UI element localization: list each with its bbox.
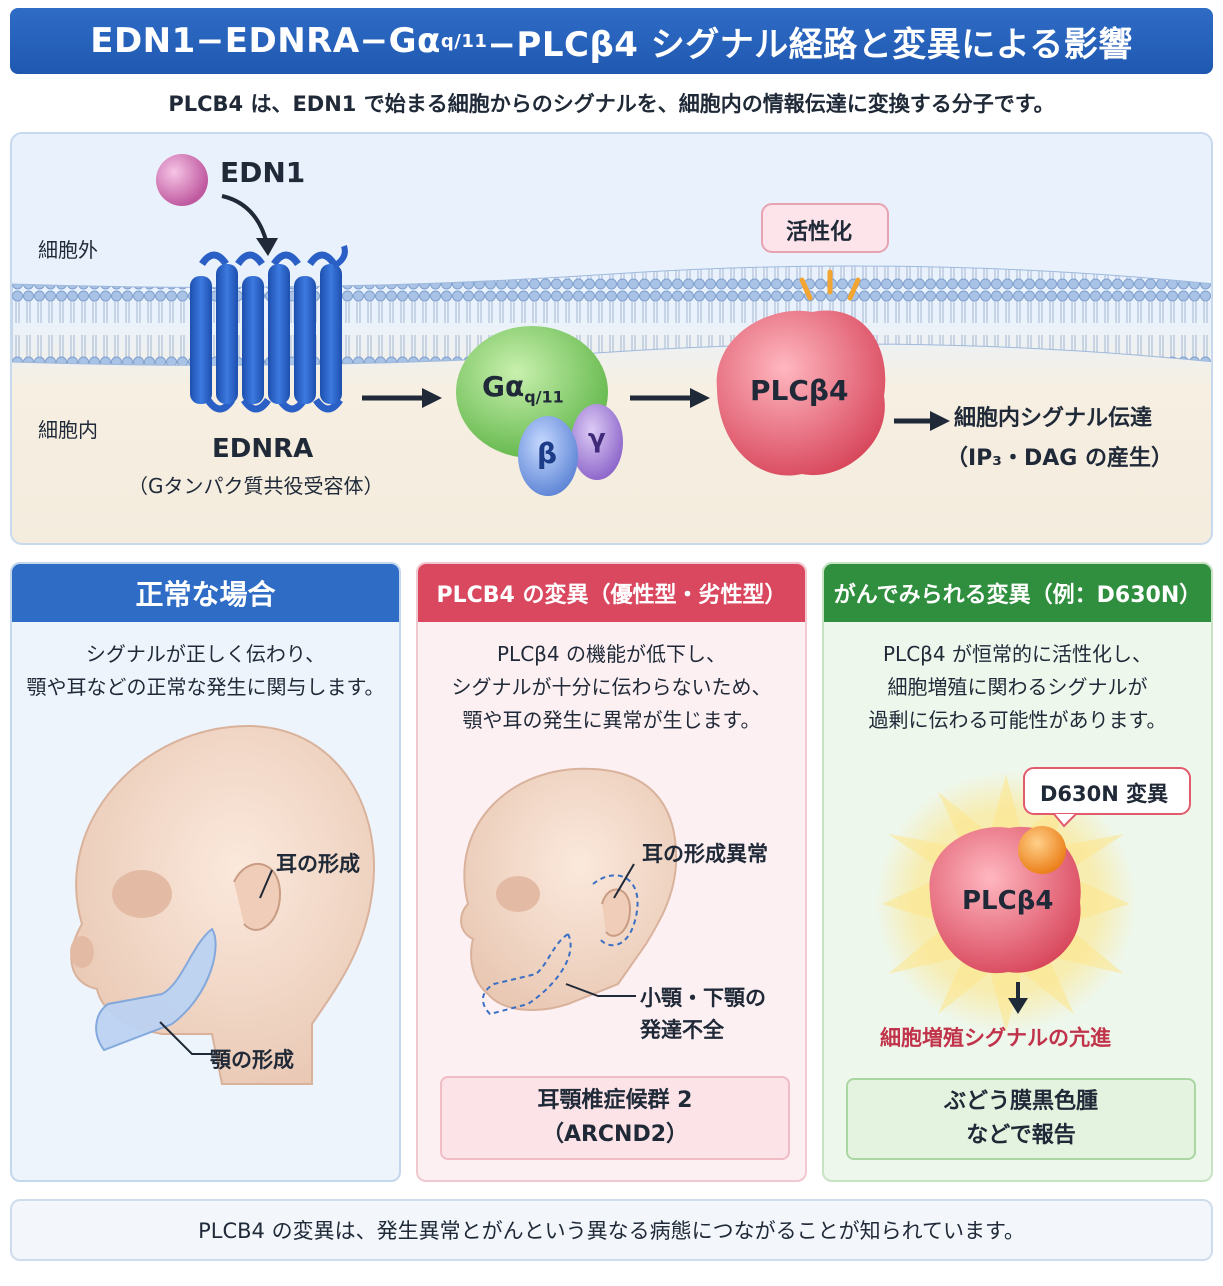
syndrome-line-1: 耳顎椎症候群 2 [537,1088,693,1113]
card-normal-text-2: 顎や耳などの正常な発生に関与します。 [26,675,385,699]
g-alpha-label: Gαq/11 [482,370,564,407]
card-cancer-text-1: PLCβ4 が恒常的に活性化し、 [882,642,1152,666]
normal-jaw-label: 顎の形成 [210,1048,294,1072]
normal-ear-label: 耳の形成 [276,852,360,876]
title-rest: −PLCβ4 シグナル経路と変異による影響 [487,24,1133,65]
card-cancer: がんでみられる変異（例：D630N） PLCβ4 が恒常的に活性化し、 細胞増殖… [822,562,1213,1182]
cancer-plcb4-illustration [876,767,1191,1032]
card-loss-header: PLCB4 の変異（優性型・劣性型） [418,564,805,622]
pathway-panel: EDN1 細胞外 細胞内 EDNRA （Gタンパク質共役受容体） Gαq/11 … [10,132,1213,545]
syndrome-line-2: （ARCND2） [541,1122,689,1147]
loss-ear-label: 耳の形成異常 [642,842,768,866]
receptor-label: EDNRA [212,434,314,464]
syndrome-box: 耳顎椎症候群 2 （ARCND2） [440,1076,790,1160]
receptor-desc: （Gタンパク質共役受容体） [128,474,384,498]
output-line1: 細胞内シグナル伝達 [954,406,1153,431]
card-normal-text-1: シグナルが正しく伝わり、 [85,642,326,666]
intracellular-label: 細胞内 [38,418,98,442]
loss-jaw-label-1: 小顎・下顎の [640,986,766,1010]
card-cancer-text-3: 過剰に伝わる可能性があります。 [868,708,1167,732]
loss-skull-illustration [460,767,678,1016]
card-loss: PLCB4 の変異（優性型・劣性型） PLCβ4 の機能が低下し、 シグナルが十… [416,562,807,1182]
output-line2: （IP₃・DAG の産生） [946,446,1173,471]
page-subtitle: PLCB4 は、EDN1 で始まる細胞からのシグナルを、細胞内の情報伝達に変換す… [168,92,1055,116]
card-loss-text-3: 顎や耳の発生に異常が生じます。 [462,708,761,732]
loss-jaw-label-2: 発達不全 [640,1018,724,1042]
edn1-ligand [156,154,208,206]
mutation-label: D630N 変異 [1040,782,1169,806]
ednra-receptor [190,245,348,413]
pathway-diagram [12,154,1211,496]
footer-note: PLCB4 の変異は、発生異常とがんという異なる病態につながることが知られていま… [10,1199,1213,1261]
card-normal-header: 正常な場合 [12,564,399,622]
g-gamma-label: γ [588,424,606,454]
report-box: ぶどう膜黒色腫 などで報告 [846,1078,1196,1160]
result-label: 細胞増殖シグナルの亢進 [880,1026,1111,1050]
title-main: EDN1−EDNRA−Gα [90,21,441,61]
normal-skull-illustration [70,724,376,1085]
cancer-plcb4-label: PLCβ4 [962,886,1054,916]
edn1-label: EDN1 [220,156,306,189]
card-normal: 正常な場合 シグナルが正しく伝わり、 顎や耳などの正常な発生に関与します。 耳の… [10,562,401,1182]
g-protein [456,326,623,496]
extracellular-label: 細胞外 [38,238,98,262]
card-cancer-text-2: 細胞増殖に関わるシグナルが [887,675,1148,699]
card-loss-text-2: シグナルが十分に伝わらないため、 [451,675,772,699]
g-beta-label: β [537,437,558,470]
activation-label: 活性化 [786,220,853,245]
title-sub: q/11 [440,30,488,52]
activation-badge [761,203,889,253]
plcb4-enzyme [716,310,886,476]
report-line-1: ぶどう膜黒色腫 [943,1089,1098,1114]
plcb4-label: PLCβ4 [750,374,849,407]
card-loss-text-1: PLCβ4 の機能が低下し、 [496,642,726,666]
report-line-2: などで報告 [966,1123,1076,1148]
card-cancer-header: がんでみられる変異（例：D630N） [824,564,1211,622]
